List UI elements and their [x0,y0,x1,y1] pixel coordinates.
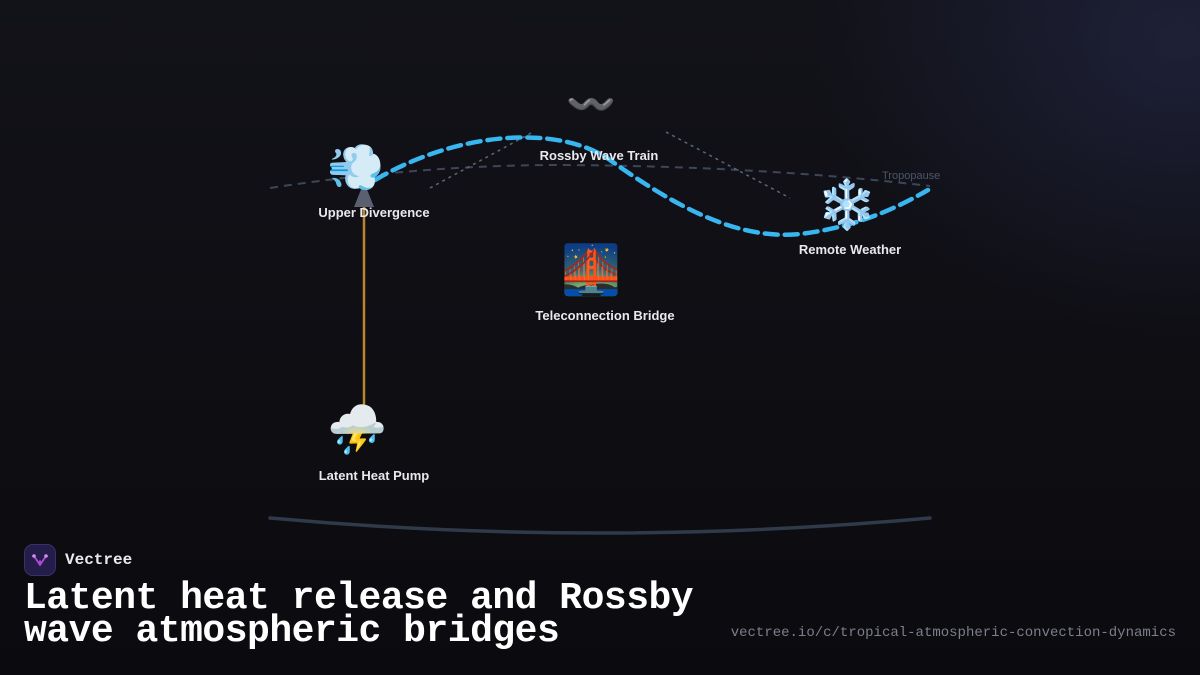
teleconnection-bridge-label: Teleconnection Bridge [535,308,674,323]
node-remote-weather: ❄️ Remote Weather [799,177,901,257]
rossby-wave-train-label: Rossby Wave Train [540,148,659,163]
node-rossby-wave-train: 〰️ Rossby Wave Train [540,82,659,163]
node-teleconnection-bridge: 🌉 Teleconnection Bridge [535,242,674,323]
snowflake-icon: ❄️ [817,177,877,233]
latent-heat-pump-label: Latent Heat Pump [319,468,430,483]
source-url[interactable]: vectree.io/c/tropical-atmospheric-convec… [730,625,1176,641]
wave-icon: 〰️ [566,82,616,128]
bridge-at-night-icon: 🌉 [561,242,621,298]
brand-name: Vectree [65,551,133,569]
guide-line-right [665,131,791,199]
tropopause-line [269,163,931,189]
node-upper-divergence: 💨 Upper Divergence [318,140,429,220]
tropopause-label: Tropopause [882,170,940,182]
thunderstorm-icon: ⛈️ [327,402,387,458]
node-latent-heat-pump: ⛈️ Latent Heat Pump [319,402,430,483]
rossby-wave-path [372,135,931,237]
updraft-arrow-head [354,182,374,207]
page-title: Latent heat release and Rossby wave atmo… [24,577,694,653]
upper-divergence-label: Upper Divergence [318,205,429,220]
surface-line [268,516,932,535]
remote-weather-label: Remote Weather [799,242,901,257]
brand: Vectree [24,544,132,576]
guide-line-left [429,131,534,189]
wind-icon: 💨 [327,140,384,194]
vectree-tree-icon [24,544,56,576]
